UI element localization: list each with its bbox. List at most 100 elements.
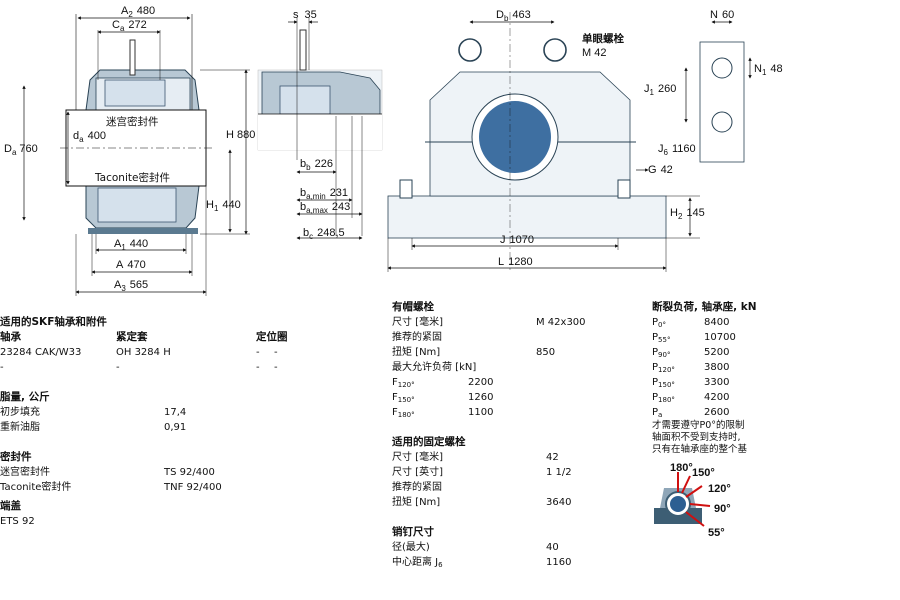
arrow-150: [681, 475, 691, 494]
grease-relub-row: 重新油脂 0,91: [0, 420, 310, 435]
shaft-disc: [479, 101, 551, 173]
load-value: 1100: [468, 407, 494, 418]
bolt-hole-top: [711, 57, 733, 79]
break-load-row: P55° 10700: [652, 330, 892, 345]
section-title-cap-bolts: 有帽螺栓: [392, 301, 434, 313]
section-title-endcover: 端盖: [0, 500, 21, 512]
dowel-dia-row: 径(最大) 40: [392, 540, 632, 555]
front-view: [387, 12, 667, 270]
eyebolt-pin: [299, 29, 307, 71]
break-load-row: P180° 4200: [652, 390, 892, 405]
label: 尺寸 [毫米]: [392, 452, 443, 463]
label: 迷宫密封件: [0, 467, 50, 478]
fb-size-mm-row: 尺寸 [毫米] 42: [392, 450, 632, 465]
table-column-2: 有帽螺栓 尺寸 [毫米] M 42x300 推荐的紧固 扭矩 [Nm] 850 …: [392, 300, 632, 570]
section-view: [60, 39, 215, 234]
value: 1 1/2: [546, 467, 572, 478]
seal-taconite-row: Taconite密封件 TNF 92/400: [0, 480, 310, 495]
load-symbol: P: [652, 377, 659, 388]
angle-label-90: 90°: [714, 503, 731, 515]
load-value: 1260: [468, 392, 494, 403]
load-symbol: P: [652, 332, 659, 343]
value: M 42x300: [536, 317, 586, 328]
label: 初步填充: [0, 407, 40, 418]
housing-base: [387, 195, 667, 239]
load-row: F120° 2200: [392, 375, 632, 390]
locating-cell: -: [256, 362, 260, 373]
grease-initial-row: 初步填充 17,4: [0, 405, 310, 420]
value: TS 92/400: [164, 467, 215, 478]
load-value: 10700: [704, 332, 736, 343]
value: 17,4: [164, 407, 187, 418]
table-row: 23284 CAK/W33 OH 3284 H - -: [0, 345, 310, 360]
value: 42: [546, 452, 559, 463]
load-value: 4200: [704, 392, 730, 403]
load-symbol: F: [392, 392, 398, 403]
partial-shaft-fill: [258, 114, 382, 150]
break-load-row: P90° 5200: [652, 345, 892, 360]
label: 推荐的紧固: [392, 332, 442, 343]
section-title-foundation-bolts: 适用的固定螺栓: [392, 436, 466, 448]
angle-label-180: 180°: [670, 462, 693, 474]
label: 重新油脂: [0, 422, 40, 433]
locating-cell: -: [274, 347, 278, 358]
angle-label-150: 150°: [692, 467, 715, 479]
label: Taconite密封件: [0, 482, 72, 493]
value: 0,91: [164, 422, 187, 433]
load-symbol: P: [652, 362, 659, 373]
fb-torque-label-row: 推荐的紧固: [392, 480, 632, 495]
partial-section-view: [257, 29, 383, 151]
header-locating: 定位圈: [256, 331, 288, 343]
load-symbol: F: [392, 407, 398, 418]
load-value: 3300: [704, 377, 730, 388]
load-subscript: 120°: [397, 381, 415, 389]
foundation-bolt-left: [399, 179, 413, 199]
label: 中心距离 J: [392, 557, 439, 568]
break-load-row: P150° 3300: [652, 375, 892, 390]
value: 40: [546, 542, 559, 553]
bearing-top: [104, 79, 166, 107]
load-subscript: 180°: [397, 411, 415, 419]
note-line-3: 只有在轴承座的整个基: [652, 444, 748, 455]
fb-torque-row: 扭矩 [Nm] 3640: [392, 495, 632, 510]
load-direction-diagram: 180° 150° 120° 90° 55°: [654, 462, 731, 538]
angle-label-55: 55°: [708, 527, 725, 538]
section-title-grease: 脂量, 公斤: [0, 391, 50, 403]
label: 最大允许负荷 [kN]: [392, 362, 477, 373]
break-load-row: P0° 8400: [652, 315, 892, 330]
value: TNF 92/400: [164, 482, 222, 493]
partial-bearing: [279, 85, 331, 115]
shaft-line-top: [129, 39, 136, 76]
load-subscript: 150°: [397, 396, 415, 404]
break-load-row: Pa 2600: [652, 405, 892, 420]
note-line-2: 轴面积不受到支持时,: [652, 432, 741, 443]
load-value: 8400: [704, 317, 730, 328]
load-value: 2600: [704, 407, 730, 418]
load-symbol: P: [652, 407, 659, 418]
base-foot: [88, 228, 198, 234]
header-row: 轴承 紧定套 定位圈: [0, 330, 310, 345]
foundation-bolt-right: [617, 179, 631, 199]
load-subscript: 180°: [658, 396, 675, 404]
load-symbol: F: [392, 377, 398, 388]
label: 扭矩 [Nm]: [392, 347, 441, 358]
load-subscript: 150°: [658, 381, 675, 389]
sleeve-cell: OH 3284 H: [116, 347, 171, 358]
